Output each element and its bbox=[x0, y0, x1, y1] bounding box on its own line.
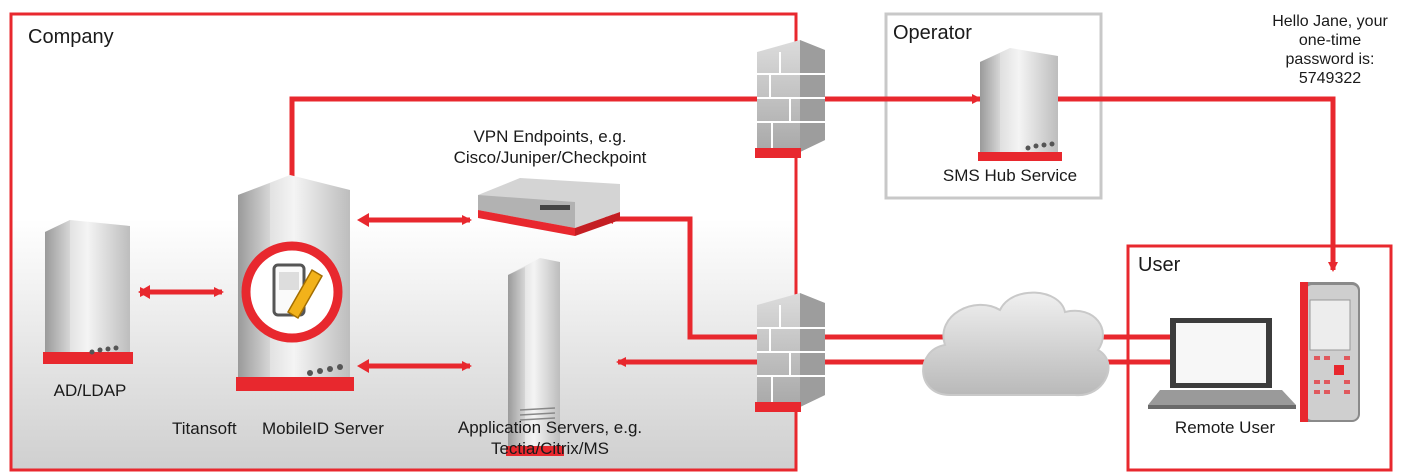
sms-message-line1: Hello Jane, your bbox=[1272, 13, 1388, 30]
sms-hub-label: SMS Hub Service bbox=[942, 166, 1078, 185]
remote-user-label: Remote User bbox=[1174, 418, 1276, 437]
user-zone-title: User bbox=[1138, 254, 1181, 276]
otp-request-line bbox=[289, 94, 982, 185]
app-label-line2: Tectia/Citrix/MS bbox=[490, 439, 610, 458]
titansoft-label: Titansoft bbox=[172, 419, 237, 438]
ad-ldap-label: AD/LDAP bbox=[53, 381, 127, 400]
vpn-label-line2: Cisco/Juniper/Checkpoint bbox=[453, 148, 647, 167]
mobileid-server-label: MobileID Server bbox=[262, 419, 384, 438]
sms-delivery-line bbox=[1057, 96, 1338, 272]
sms-message: Hello Jane, your one-time password is: 5… bbox=[1250, 12, 1404, 88]
laptop-icon bbox=[1148, 318, 1296, 409]
mobile-phone-icon bbox=[1300, 282, 1360, 422]
vpn-label-line1: VPN Endpoints, e.g. bbox=[473, 127, 627, 146]
operator-zone-title: Operator bbox=[893, 22, 972, 44]
top-firewall-icon bbox=[755, 40, 825, 158]
double-arrows bbox=[140, 215, 472, 371]
arrow-heads-back bbox=[138, 213, 369, 373]
mobileid-server-icon bbox=[236, 175, 354, 391]
sms-message-line3: password is: bbox=[1285, 51, 1375, 68]
company-zone bbox=[9, 12, 798, 472]
sms-message-line4: 5749322 bbox=[1298, 70, 1362, 87]
application-server-icon bbox=[506, 258, 564, 456]
ad-ldap-server-icon bbox=[43, 220, 133, 364]
sms-hub-server-icon bbox=[978, 48, 1062, 161]
company-zone-title: Company bbox=[28, 26, 114, 48]
bottom-firewall-icon bbox=[755, 293, 825, 412]
app-label-line1: Application Servers, e.g. bbox=[457, 418, 643, 437]
internet-cloud-icon bbox=[922, 291, 1110, 397]
vpn-return-line bbox=[603, 214, 1170, 340]
sms-message-line2: one-time bbox=[1298, 32, 1362, 49]
vpn-endpoint-icon bbox=[478, 178, 620, 236]
